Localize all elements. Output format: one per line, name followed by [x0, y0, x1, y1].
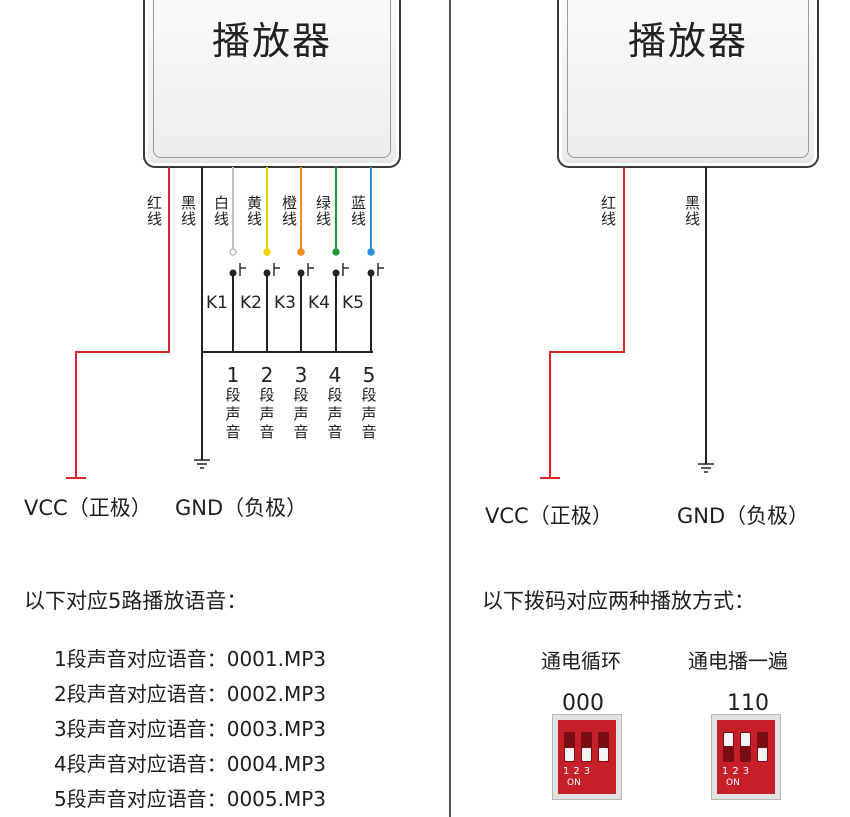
- switch-legs: [232, 273, 372, 352]
- wire-label-orange: 橙线: [280, 195, 298, 227]
- wire-label-black-right: 黑线: [683, 195, 701, 227]
- key-label-k1: K1: [206, 293, 228, 313]
- dip-lever-2: [740, 732, 751, 762]
- player-module-left: 播放器: [143, 0, 401, 168]
- player-title-left: 播放器: [211, 19, 332, 63]
- wire-label-blue: 蓝线: [349, 195, 367, 227]
- ground-symbol-right: [698, 463, 714, 473]
- intro-text-right: 以下拨码对应两种播放方式：: [482, 589, 755, 613]
- dip-switch-loop: 123 ON: [558, 720, 616, 794]
- dip-switch-once: 123 ON: [717, 720, 775, 794]
- mode-code-loop: 000: [562, 691, 604, 716]
- vcc-label-right: VCC（正极）: [485, 504, 613, 528]
- dip-on-label: ON: [567, 778, 581, 788]
- wire-red-right: [549, 167, 625, 478]
- mapping-line-1: 1段声音对应语音：0001.MP3: [54, 647, 327, 671]
- player-module-right: 播放器: [557, 0, 819, 168]
- dip-numbers: 123: [722, 766, 754, 777]
- key-label-k5: K5: [342, 293, 364, 313]
- dip-lever-2: [581, 732, 592, 762]
- key-label-k2: K2: [240, 293, 262, 313]
- mode-name-loop: 通电循环: [541, 649, 621, 673]
- dip-numbers: 123: [563, 766, 595, 777]
- dip-lever-1: [723, 732, 734, 762]
- mapping-line-5: 5段声音对应语音：0005.MP3: [54, 787, 327, 811]
- dip-on-label: ON: [726, 778, 740, 788]
- mode-name-once: 通电播一遍: [688, 649, 788, 673]
- key-label-k3: K3: [274, 293, 296, 313]
- wire-red-left: [75, 167, 170, 478]
- dip-lever-1: [564, 732, 575, 762]
- wire-label-white: 白线: [212, 195, 230, 227]
- mapping-line-4: 4段声音对应语音：0004.MP3: [54, 752, 327, 776]
- center-divider: [449, 0, 451, 817]
- wire-label-red-left: 红线: [145, 195, 163, 227]
- vcc-label-left: VCC（正极）: [24, 496, 152, 520]
- ground-symbol-left: [194, 459, 210, 469]
- dip-lever-3: [757, 732, 768, 762]
- intro-text-left: 以下对应5路播放语音：: [24, 589, 248, 613]
- wire-label-black-left: 黑线: [179, 195, 197, 227]
- switch-contacts: [229, 248, 384, 277]
- player-module-inner-right: [567, 0, 809, 158]
- mapping-line-3: 3段声音对应语音：0003.MP3: [54, 717, 327, 741]
- mapping-line-2: 2段声音对应语音：0002.MP3: [54, 682, 327, 706]
- wire-label-green: 绿线: [314, 195, 332, 227]
- player-title-right: 播放器: [627, 19, 748, 63]
- wire-label-yellow: 黄线: [245, 195, 263, 227]
- dip-lever-3: [598, 732, 609, 762]
- key-label-k4: K4: [308, 293, 330, 313]
- gnd-label-right: GND（负极）: [677, 504, 810, 528]
- mode-code-once: 110: [727, 691, 769, 716]
- player-module-inner-left: [153, 0, 391, 158]
- wire-label-red-right: 红线: [599, 195, 617, 227]
- gnd-label-left: GND（负极）: [175, 496, 308, 520]
